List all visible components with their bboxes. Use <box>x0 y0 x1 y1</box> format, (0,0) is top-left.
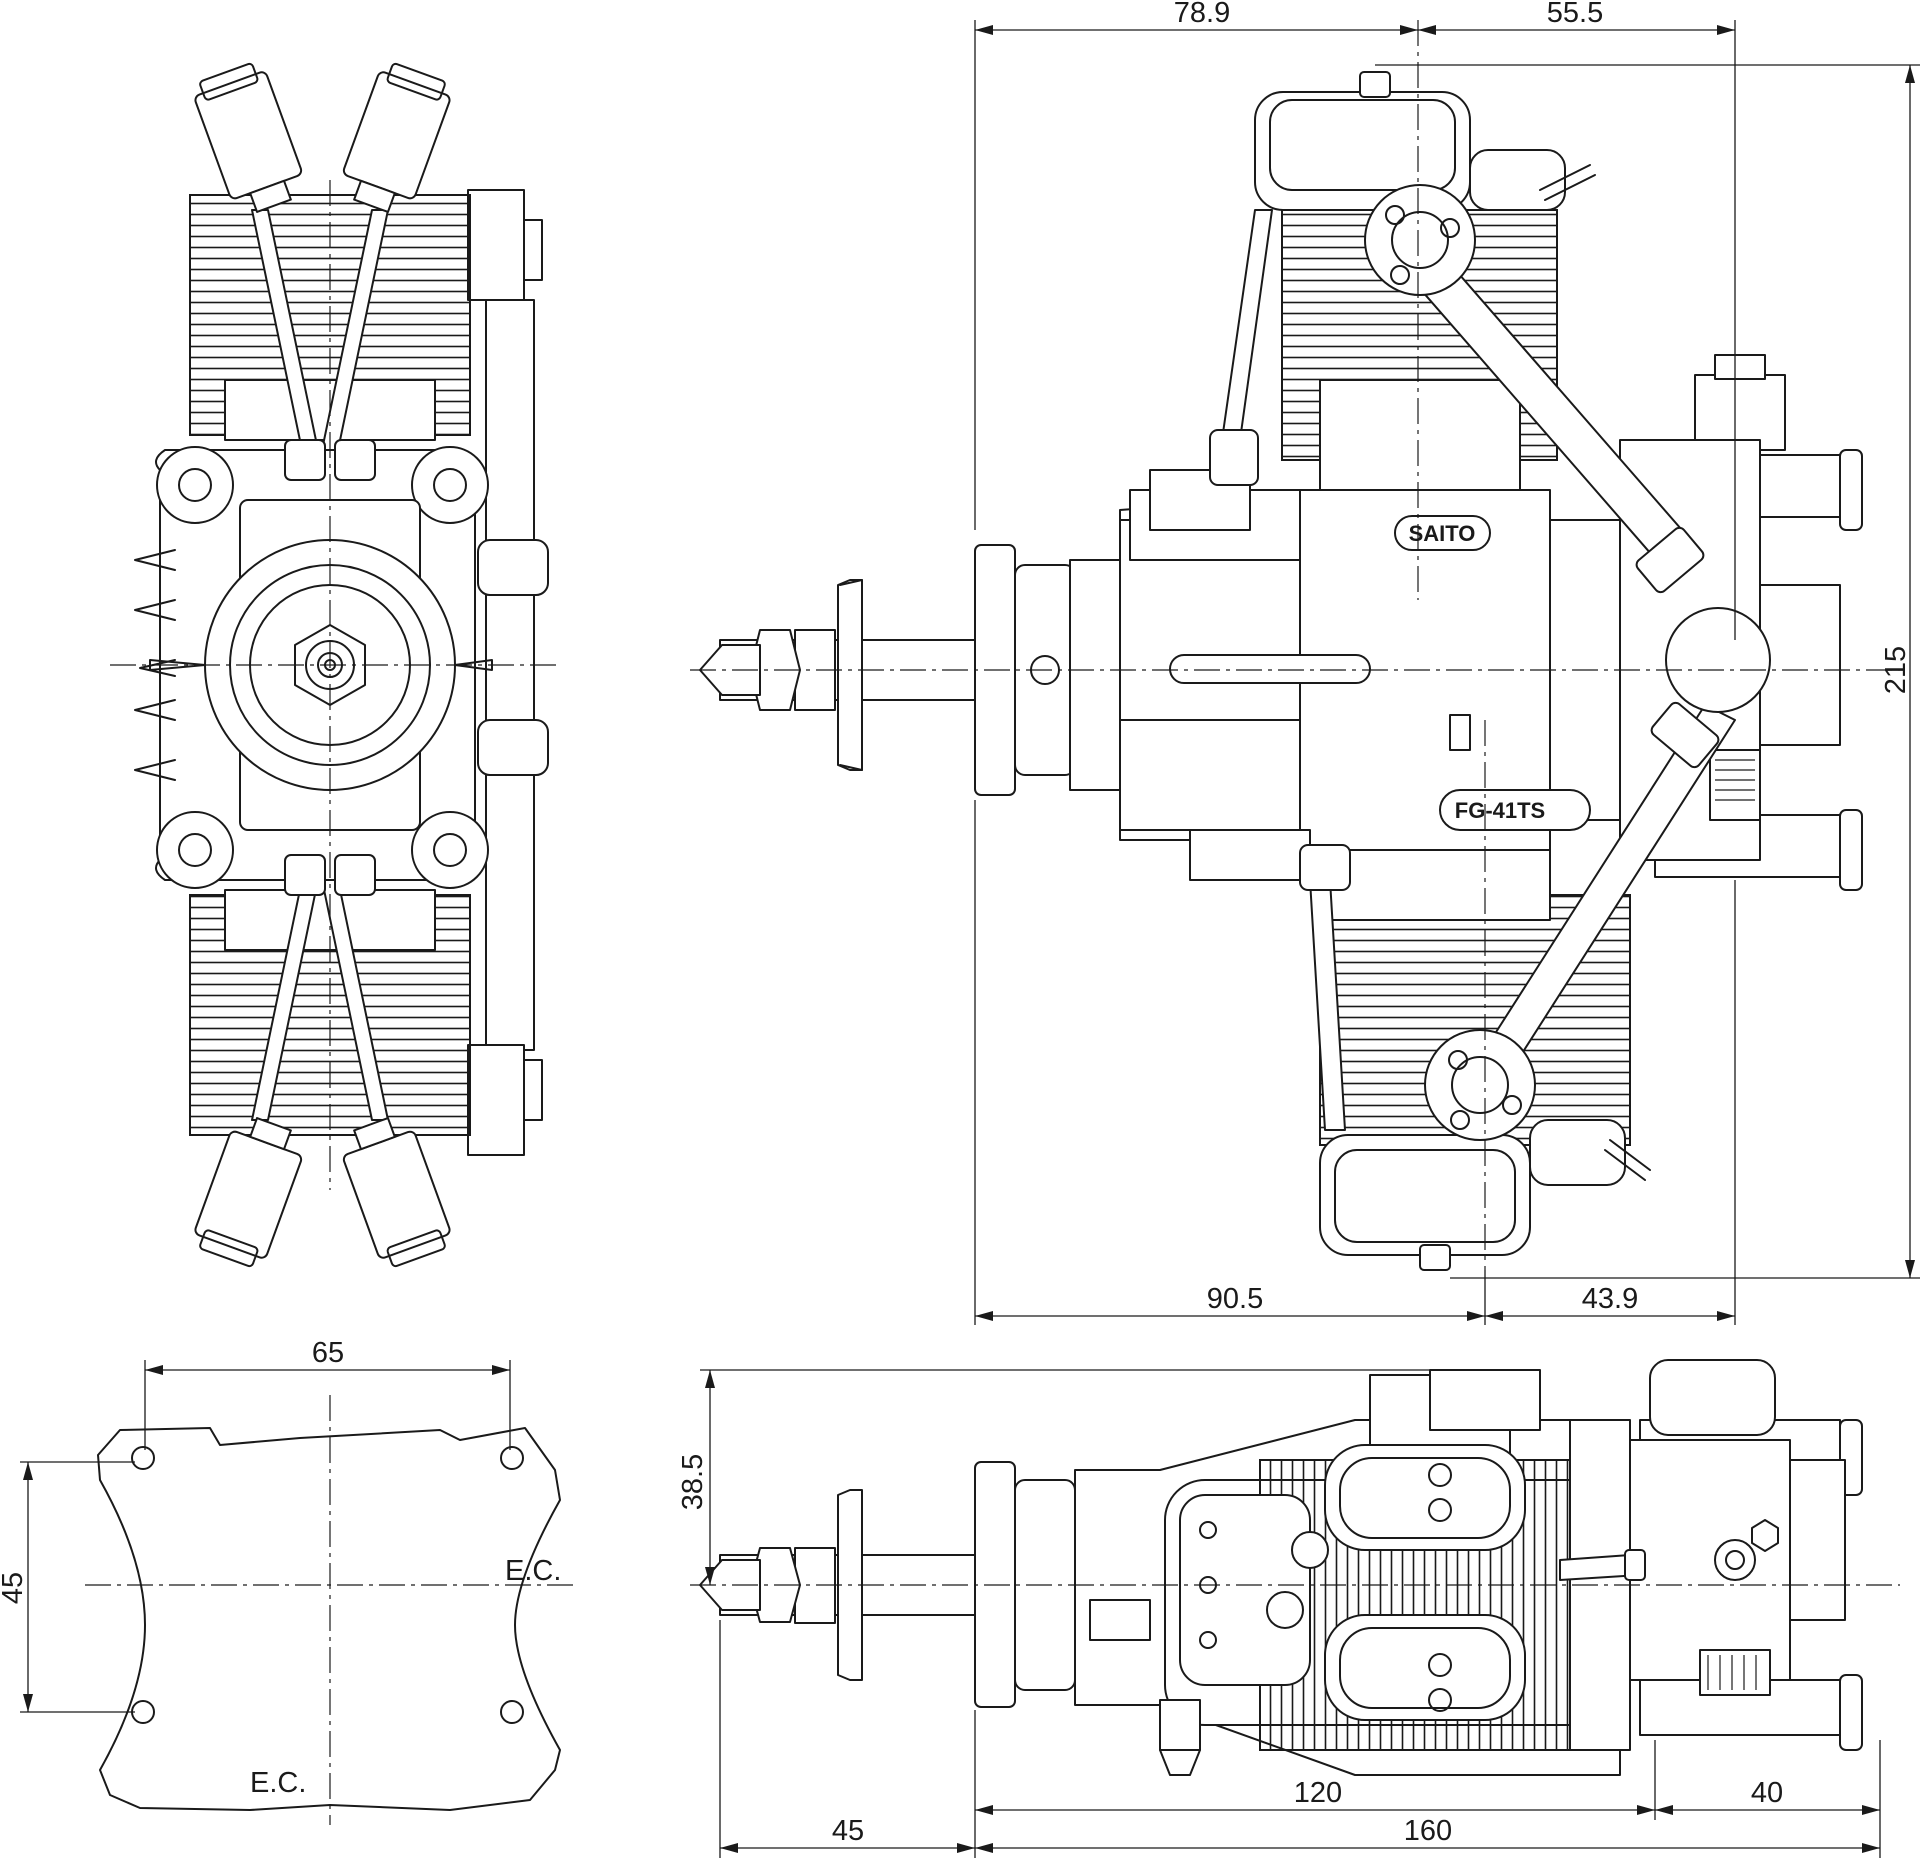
side-pushrods <box>1209 184 1771 1141</box>
front-crankcase <box>134 446 493 889</box>
dim-38-5: 38.5 <box>677 1454 709 1510</box>
dim-90-5: 90.5 <box>1207 1283 1263 1315</box>
side-dim-top: 78.9 55.5 <box>974 0 1736 640</box>
side-crankcase: SAITO FG-41TS <box>1030 469 1621 881</box>
top-crankcase <box>1074 1369 1646 1776</box>
brand-stamp: SAITO <box>1409 521 1476 546</box>
dim-45-mount: 45 <box>0 1572 29 1604</box>
front-plug-caps <box>194 62 451 1268</box>
front-intake-tube <box>467 189 549 1156</box>
dim-215: 215 <box>1880 646 1912 694</box>
dim-120: 120 <box>1294 1777 1342 1809</box>
side-dim-height: 215 <box>1375 64 1920 1279</box>
top-dim-height: 38.5 <box>677 1369 1430 1585</box>
dim-160: 160 <box>1404 1815 1452 1847</box>
dim-78-9: 78.9 <box>1174 0 1230 29</box>
dim-45-shaft: 45 <box>832 1815 864 1847</box>
dim-43-9: 43.9 <box>1582 1283 1638 1315</box>
side-view: SAITO FG-41TS <box>690 0 1920 1325</box>
top-view: 38.5 120 40 45 160 <box>677 1359 1900 1858</box>
front-view <box>110 62 560 1268</box>
side-dim-bottom: 90.5 43.9 <box>974 800 1736 1325</box>
dim-65: 65 <box>312 1337 344 1369</box>
dim-55-5: 55.5 <box>1547 0 1603 29</box>
top-rear-intake <box>1619 1359 1863 1751</box>
ec-label-bottom: E.C. <box>250 1767 306 1799</box>
model-stamp: FG-41TS <box>1455 798 1545 823</box>
top-dim-bottom: 120 40 45 160 <box>719 1620 1881 1858</box>
dim-40: 40 <box>1751 1777 1783 1809</box>
mount-plate-view: E.C. E.C. 65 45 <box>0 1337 575 1825</box>
ec-label-right: E.C. <box>505 1555 561 1587</box>
